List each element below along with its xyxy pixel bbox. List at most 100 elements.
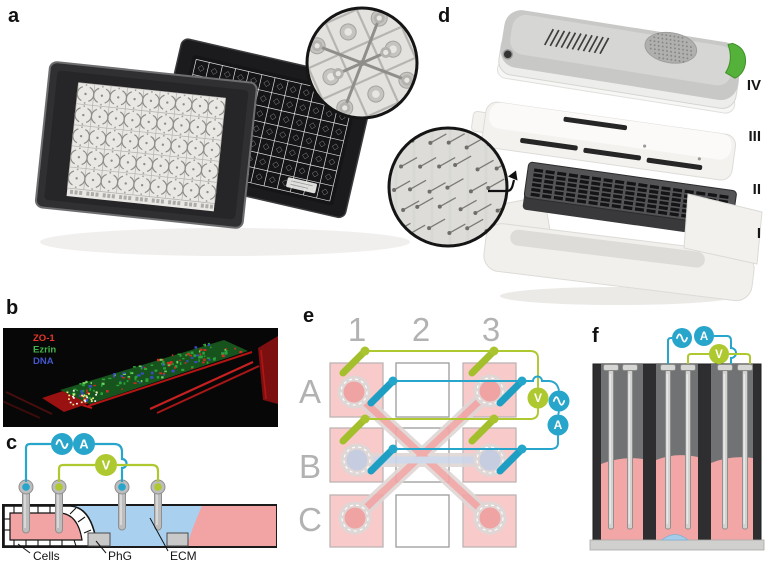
titer-plate: [522, 161, 737, 239]
ecm-label: ECM: [170, 549, 197, 562]
layer-label-iii: III: [748, 128, 761, 145]
phaseguide: [87, 532, 111, 547]
ammeter: [694, 326, 714, 346]
pins-inset: [387, 126, 509, 248]
dipping-electrodes: [603, 364, 753, 530]
panel-b: b ZO-1 Ezrin DNA: [3, 297, 278, 427]
legend-zo1: ZO-1: [33, 333, 55, 344]
panel-c: c: [2, 432, 277, 562]
panel-c-letter: c: [6, 432, 17, 454]
cover-unit: [496, 10, 747, 114]
panel-e: e 1 2 3 A B C: [298, 305, 570, 548]
green-latch: [724, 42, 747, 79]
lid-slot: [583, 147, 641, 161]
panel-d: IV III II I d: [387, 5, 763, 305]
teer-electrodes: [18, 479, 166, 534]
fluorescence-content: [3, 336, 278, 419]
blue-electrode: [367, 378, 396, 407]
current-wire: [393, 375, 560, 391]
electrode: [737, 364, 753, 530]
ammeter-label: A: [554, 418, 563, 432]
insert-electrodes: [339, 348, 525, 475]
well-a2: [395, 362, 450, 418]
panel-f: f A V: [589, 325, 765, 551]
chip-inset-border: [305, 6, 419, 120]
inset-arrow-head: [508, 170, 518, 181]
column-label-1: 1: [348, 311, 366, 348]
row-label-a: A: [299, 373, 321, 410]
electrode: [660, 364, 676, 530]
voltmeter-label: V: [715, 349, 723, 361]
legend-ezrin: Ezrin: [33, 345, 56, 356]
microfluidic-pattern: [67, 82, 227, 209]
voltmeter-label: V: [534, 391, 542, 405]
voltmeter-label: V: [102, 458, 111, 473]
layer-label-i: I: [757, 225, 761, 242]
current-wire: [393, 411, 560, 450]
panel-d-letter: d: [438, 5, 450, 27]
lid-plate: [471, 101, 737, 181]
green-contact: [154, 483, 162, 491]
ammeter-label: A: [79, 437, 89, 452]
electrode: [603, 364, 619, 530]
voltage-wire: [687, 353, 709, 364]
blue-electrode: [496, 378, 525, 407]
port-b1: [346, 449, 368, 471]
legend-dna: DNA: [33, 356, 54, 367]
voltage-wire: [365, 408, 539, 420]
channel-line: [156, 365, 260, 414]
voltmeter: [709, 344, 729, 364]
vent-slots: [543, 28, 610, 55]
port-a3: [479, 380, 501, 402]
electrode-4: [150, 479, 166, 531]
green-contact: [55, 483, 63, 491]
ac-source-icon: [676, 333, 688, 343]
current-wire: [714, 335, 737, 364]
voltage-wire: [57, 463, 95, 482]
port-c3: [479, 507, 501, 529]
blue-contact: [118, 483, 126, 491]
panel-a: a: [8, 5, 419, 256]
electrode: [680, 364, 696, 530]
side-port: [502, 49, 514, 60]
electrode: [622, 364, 638, 530]
grille-dots: [649, 32, 693, 63]
row-label-c: C: [298, 501, 322, 538]
green-electrode: [468, 416, 497, 445]
layer-label-iv: IV: [747, 77, 761, 94]
tray-base: [483, 223, 755, 302]
current-wire: [95, 442, 128, 482]
grey-microfluidic-plate: [34, 61, 258, 229]
well-ports: [337, 374, 507, 535]
port-b3: [479, 449, 501, 471]
ammeter: [547, 414, 569, 436]
phaseguide: [166, 532, 189, 547]
voltmeter: [95, 454, 117, 476]
electrode-3: [114, 479, 130, 531]
pins-inset-border: [387, 126, 509, 248]
green-electrode: [468, 348, 497, 377]
cells-label: Cells: [33, 549, 60, 562]
ammeter: [73, 433, 95, 455]
plate-shadow: [40, 228, 410, 256]
row-label-b: B: [299, 448, 321, 485]
medium-well-1: [601, 458, 643, 541]
bottom-membrane: [589, 539, 765, 551]
layer-label-ii: II: [753, 181, 761, 198]
tray-right-wall: [683, 193, 763, 265]
chip-inset: [305, 6, 419, 120]
lid-slot: [646, 157, 703, 171]
lid-slot: [563, 116, 628, 131]
voltage-wire: [365, 350, 539, 388]
red-cell-region: [42, 390, 90, 412]
ac-source-icon: [55, 439, 69, 449]
lid-slot: [520, 137, 578, 151]
port-a1: [343, 381, 365, 403]
channel-dome: [660, 534, 690, 541]
red-wedge: [258, 336, 278, 404]
blue-contact: [22, 483, 30, 491]
phg-label: PhG: [108, 549, 132, 562]
inset-arrow: [488, 179, 516, 193]
